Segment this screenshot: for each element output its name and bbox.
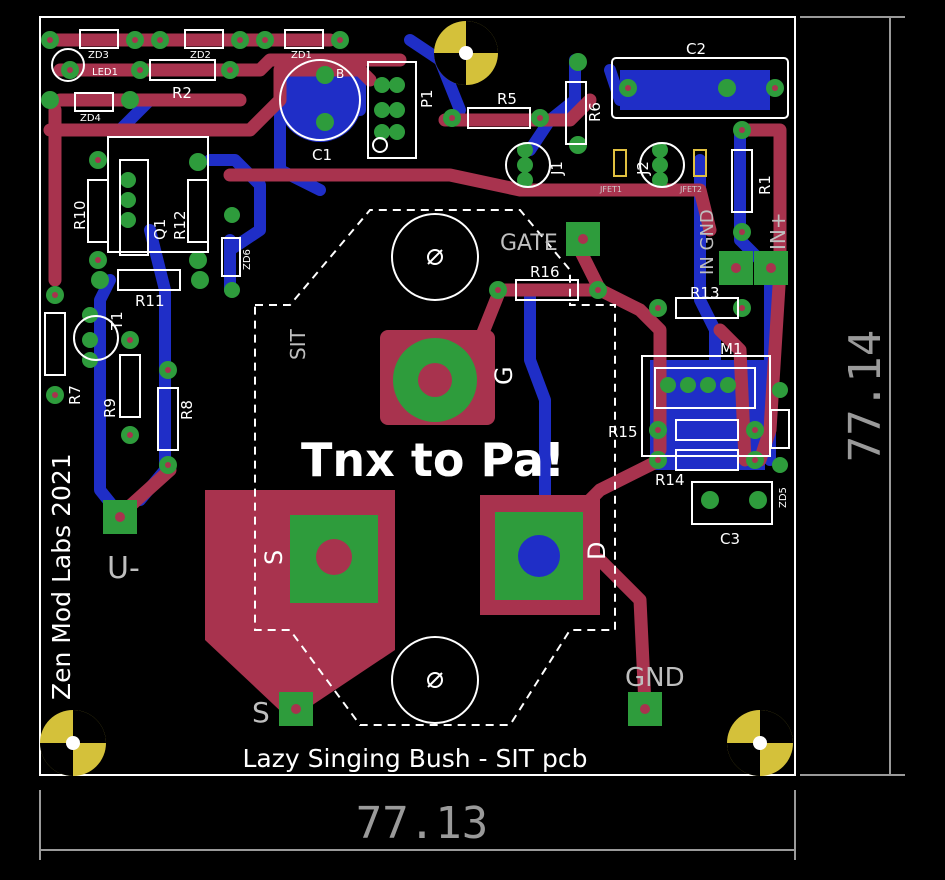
pads — [40, 21, 793, 776]
top-copper-layer — [43, 33, 787, 712]
refdes-zd2: ZD2 — [190, 50, 211, 61]
refdes-j2: J2 — [634, 161, 652, 176]
small-pads — [41, 31, 788, 509]
maker-text: Zen Mod Labs 2021 — [47, 453, 76, 700]
dedication-text: Tnx to Pa! — [301, 433, 565, 487]
sit-drain-pad — [495, 512, 583, 600]
pad-gate — [566, 222, 600, 256]
refdes-r9: R9 — [101, 398, 119, 418]
refdes-r5: R5 — [497, 90, 517, 108]
refdes-b: B — [336, 67, 344, 81]
label-sit: SIT — [286, 328, 310, 360]
sit-mount-circle-bottom — [391, 636, 479, 724]
refdes-r8: R8 — [178, 400, 196, 420]
refdes-j1: J1 — [548, 161, 566, 176]
bottom-copper-area-c2 — [620, 70, 770, 110]
refdes-m1: M1 — [720, 340, 743, 358]
label-in-plus: IN+ — [766, 212, 790, 250]
refdes-zd3: ZD3 — [88, 50, 109, 61]
refdes-labels: ZD3 ZD2 ZD1 LED1 ZD4 R2 C1 B P1 R5 R6 C2… — [66, 40, 789, 548]
refdes-r7: R7 — [66, 385, 84, 405]
label-sit-g: G — [490, 366, 518, 385]
dimension-height: 77.14 — [840, 330, 891, 462]
refdes-t1: T1 — [108, 311, 126, 331]
bottom-copper-area-c1 — [278, 58, 362, 142]
label-gate: GATE — [500, 231, 558, 256]
silkscreen-outlines — [44, 29, 790, 726]
label-gnd: GND — [625, 663, 685, 693]
refdes-r15: R15 — [608, 423, 638, 441]
refdes-r1: R1 — [756, 175, 774, 195]
refdes-q1: Q1 — [151, 219, 169, 240]
sit-outline — [254, 209, 616, 726]
refdes-r2: R2 — [172, 84, 192, 102]
sit-gate-pad — [393, 338, 477, 422]
refdes-jfet2: JFET2 — [679, 185, 702, 194]
pad-gnd — [628, 692, 662, 726]
refdes-zd5: ZD5 — [778, 487, 789, 508]
refdes-r14: R14 — [655, 471, 685, 489]
label-in-gnd: IN GND — [697, 209, 718, 275]
small-pad-holes — [47, 37, 778, 468]
pad-in-plus — [754, 251, 788, 285]
dimension-width: 77.13 — [356, 798, 488, 849]
refdes-led1: LED1 — [92, 67, 118, 78]
refdes-r11: R11 — [135, 292, 165, 310]
refdes-c2: C2 — [686, 40, 706, 58]
refdes-r6: R6 — [586, 102, 604, 122]
pad-u-minus — [103, 500, 137, 534]
refdes-r16: R16 — [530, 263, 560, 281]
label-s-pad: S — [252, 696, 270, 729]
refdes-r13: R13 — [690, 284, 720, 302]
dimension-lines — [39, 16, 905, 860]
pad-s — [279, 692, 313, 726]
refdes-zd6: ZD6 — [242, 249, 253, 270]
mounting-hole-top — [434, 21, 498, 85]
refdes-r12: R12 — [171, 210, 189, 240]
mounting-hole-bottom-right — [727, 710, 793, 776]
refdes-r10: R10 — [71, 200, 89, 230]
sit-source-pad — [290, 515, 378, 603]
refdes-c3: C3 — [720, 530, 740, 548]
refdes-zd4: ZD4 — [80, 113, 101, 124]
refdes-zd1: ZD1 — [291, 50, 312, 61]
refdes-jfet1: JFET1 — [599, 185, 622, 194]
label-sit-d: D — [583, 542, 611, 560]
refdes-p1: P1 — [418, 89, 436, 108]
refdes-c1: C1 — [312, 146, 332, 164]
pad-in-gnd — [719, 251, 753, 285]
label-u-minus: U- — [107, 551, 140, 586]
label-sit-s: S — [260, 550, 288, 565]
mounting-hole-bottom-left — [40, 710, 106, 776]
sit-mount-circle-top — [391, 213, 479, 301]
board-title: Lazy Singing Bush - SIT pcb — [243, 744, 588, 773]
